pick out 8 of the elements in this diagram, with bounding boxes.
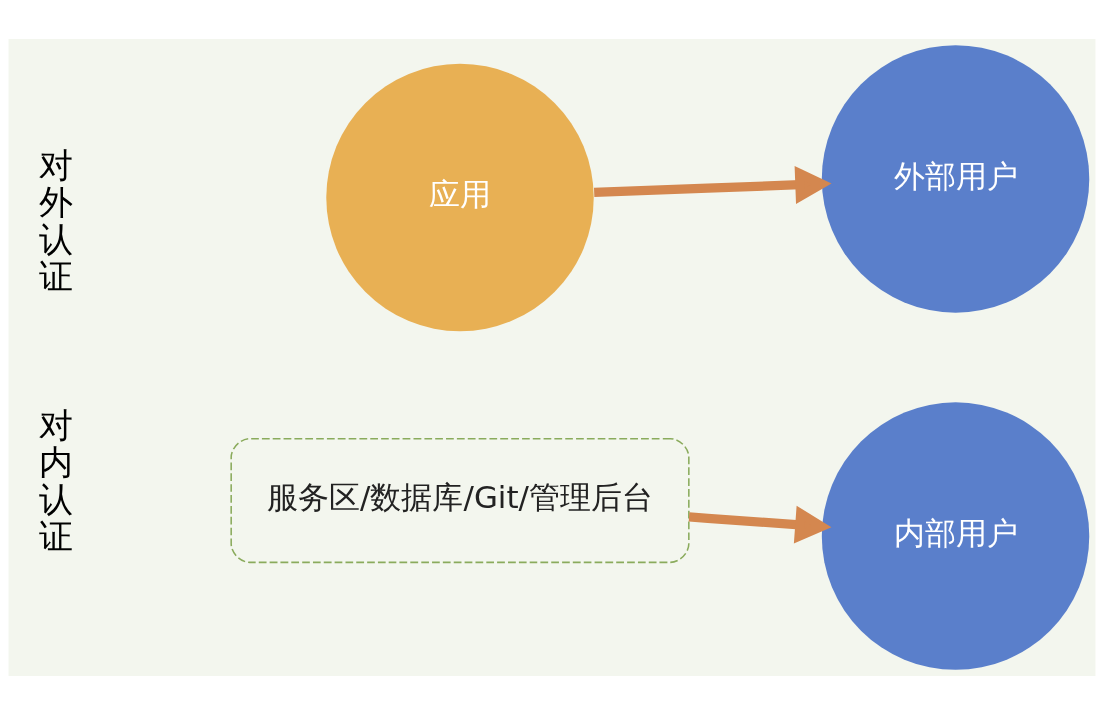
label: 对内认证 — [39, 404, 74, 556]
node-circle: 外部用户 — [821, 44, 1090, 313]
label: 对外认证 — [39, 144, 74, 296]
node-box: 服务区/数据库/Git/管理后台 — [230, 437, 690, 563]
arrow — [594, 165, 832, 204]
node-circle: 应用 — [326, 63, 594, 331]
node-circle: 内部用户 — [821, 401, 1090, 670]
arrow — [688, 505, 832, 544]
